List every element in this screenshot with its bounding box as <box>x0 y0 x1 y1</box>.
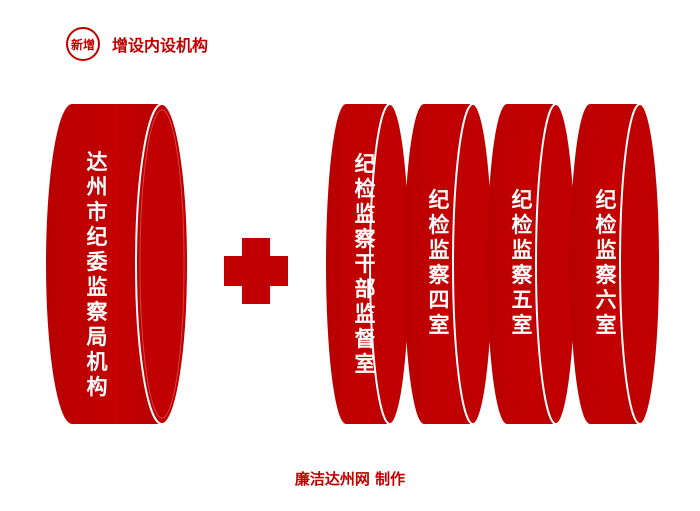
left-cylinder <box>46 103 189 425</box>
right-cylinder-1 <box>326 103 411 425</box>
right-cylinder-1-label: 纪检监察干部监督室 <box>354 152 376 376</box>
right-cylinder-2-label: 纪检监察四室 <box>428 188 450 337</box>
right-cylinder-4 <box>570 103 661 425</box>
plus-icon <box>224 238 288 304</box>
footer-credit: 廉洁达州网 制作 <box>294 470 406 488</box>
right-cylinder-3 <box>487 103 577 425</box>
left-cylinder-label: 达州市纪委监察局机构 <box>86 150 108 399</box>
right-cylinder-2 <box>404 103 494 425</box>
header-title: 增设内设机构 <box>112 36 209 55</box>
right-cylinder-3-label: 纪检监察五室 <box>511 188 533 337</box>
new-badge: 新增 <box>66 27 100 61</box>
header: 新增 增设内设机构 <box>66 27 208 61</box>
right-cylinder-4-label: 纪检监察六室 <box>595 188 617 337</box>
